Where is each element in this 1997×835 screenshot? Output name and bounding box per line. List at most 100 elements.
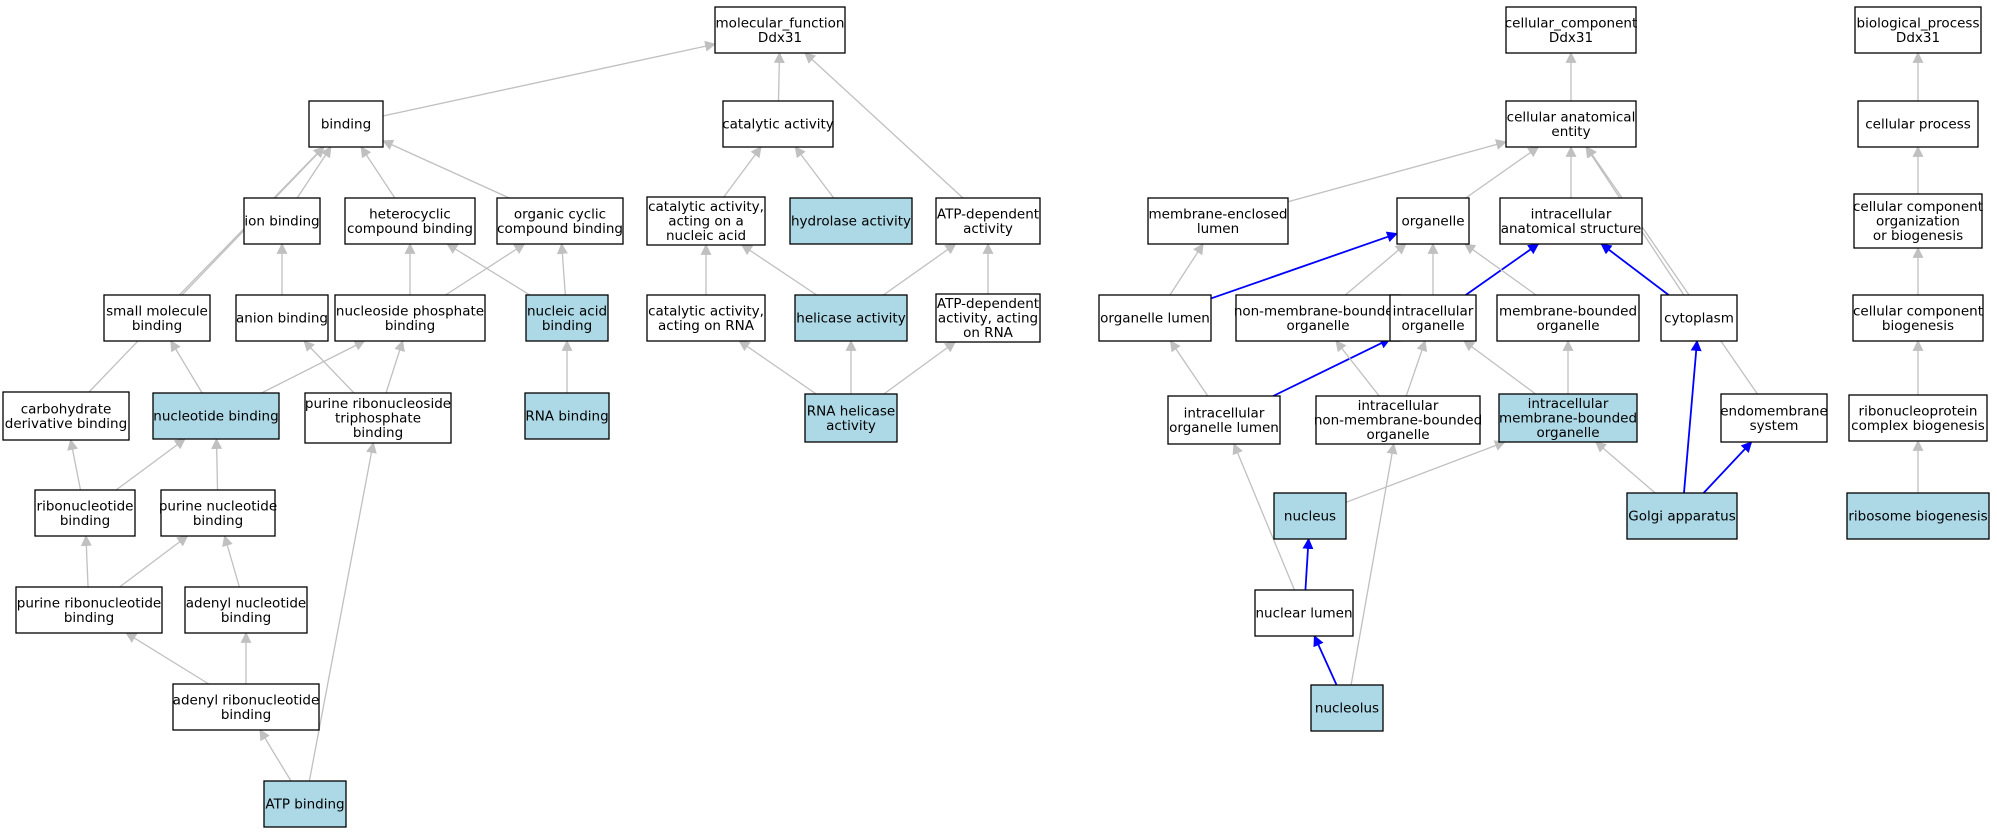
edge-ribonucleotide-to-carb_deriv <box>67 438 82 491</box>
node-label-line: molecular_function <box>716 15 845 31</box>
node-label-line: binding <box>221 610 271 626</box>
node-label-line: membrane-bounded <box>1499 411 1637 427</box>
node-label-line: Ddx31 <box>758 30 802 46</box>
edge-nucleotide-to-small_mol <box>170 340 203 394</box>
node-label-line: activity <box>826 418 876 434</box>
node-label-line: lumen <box>1197 221 1239 237</box>
edge-purine_ribonucleoside-to-anion <box>303 340 355 394</box>
node-label-line: organization <box>1876 214 1960 230</box>
node-label-line: binding <box>353 425 403 441</box>
edge-purine_ribonucleoside-to-nucleoside_phos <box>385 339 405 394</box>
edge-intra_org-to-intra_anat <box>1465 243 1540 296</box>
node-label-line: cellular component <box>1853 303 1983 319</box>
node-atp-binding: ATP binding <box>263 780 347 828</box>
node-nucleotide: nucleotide binding <box>152 392 280 440</box>
node-label-line: binding <box>221 707 271 723</box>
node-box <box>15 586 163 634</box>
edge-nucleolus-to-intra_nmb <box>1350 442 1398 686</box>
node-label-line: intracellular <box>1531 206 1612 222</box>
edge-purine_ribonucleotide-to-ribonucleotide <box>80 534 92 588</box>
edges-layer <box>67 40 1924 782</box>
node-label-line: binding <box>193 513 243 529</box>
edge-nucleotide-to-nucleoside_phos <box>261 340 366 394</box>
node-label-line: organelle <box>1401 214 1464 230</box>
node-label-line: anion binding <box>236 311 328 327</box>
node-box <box>1498 393 1638 443</box>
node-label-line: activity <box>963 221 1013 237</box>
node-label-line: activity, acting <box>938 311 1038 327</box>
node-box <box>1310 684 1384 732</box>
node-label-line: endomembrane <box>1720 403 1828 419</box>
node-intra-nmb: intracellularnon-membrane-boundedorganel… <box>1314 395 1482 445</box>
node-catalytic: catalytic activity <box>722 100 834 148</box>
node-label-line: binding <box>132 318 182 334</box>
node-label-line: ATP binding <box>265 797 344 813</box>
node-label-line: acting on a <box>668 214 744 230</box>
node-label-line: intracellular <box>1358 398 1439 414</box>
node-label-line: membrane-bounded <box>1499 303 1637 319</box>
node-ion-binding: ion binding <box>243 197 321 245</box>
node-box <box>935 197 1041 245</box>
edge-binding-to-mf <box>382 40 717 117</box>
node-box <box>1660 294 1738 342</box>
edge-nucleus-to-intra_mb <box>1345 440 1506 503</box>
edge-intra_org_lumen-to-intra_org <box>1272 338 1391 397</box>
node-label-line: ATP-dependent <box>937 206 1039 222</box>
node-box <box>1273 492 1347 540</box>
node-box <box>646 294 766 342</box>
node-label-line: organelle <box>1536 318 1599 334</box>
node-box <box>1852 294 1984 342</box>
node-label-line: cellular_component <box>1505 15 1637 31</box>
node-box <box>344 197 476 245</box>
node-label-line: binding <box>60 513 110 529</box>
node-box <box>304 392 452 444</box>
node-label-line: binding <box>385 318 435 334</box>
node-box <box>308 100 384 148</box>
node-box <box>496 197 624 245</box>
node-label-line: organelle <box>1366 427 1429 443</box>
node-label-line: complex biogenesis <box>1851 418 1985 434</box>
node-box <box>2 391 130 441</box>
node-box <box>1147 197 1289 245</box>
node-box <box>1254 589 1354 637</box>
node-label-line: hydrolase activity <box>791 214 911 230</box>
edge-intra_org_lumen-to-org_lumen <box>1169 340 1209 397</box>
node-binding: binding <box>308 100 384 148</box>
node-rna-binding: RNA binding <box>524 392 610 440</box>
node-label-line: catalytic activity <box>722 117 834 133</box>
node-label-line: biological_process <box>1857 15 1980 31</box>
node-label-line: compound binding <box>497 221 623 237</box>
node-label-line: nucleoside phosphate <box>336 303 484 319</box>
edge-atp_binding-to-purine_ribonucleoside <box>308 441 377 782</box>
node-box <box>646 196 766 246</box>
node-label-line: cytoplasm <box>1664 311 1734 327</box>
edge-rna_helicase-to-atp_dep_rna <box>883 341 957 395</box>
node-box <box>714 6 846 54</box>
edge-nuclear_lumen-to-intra_org_lumen <box>1232 442 1296 591</box>
node-label-line: Ddx31 <box>1896 30 1940 46</box>
edge-nucleoside_phos-to-organic_cyclic <box>445 243 526 296</box>
edge-adenyl_ribonucleotide-to-purine_ribonucleotide <box>125 632 210 685</box>
edge-heterocyclic-to-binding <box>360 146 396 199</box>
node-box <box>152 392 280 440</box>
node-box <box>172 683 320 731</box>
edge-golgi-to-intra_mb <box>1595 441 1656 494</box>
